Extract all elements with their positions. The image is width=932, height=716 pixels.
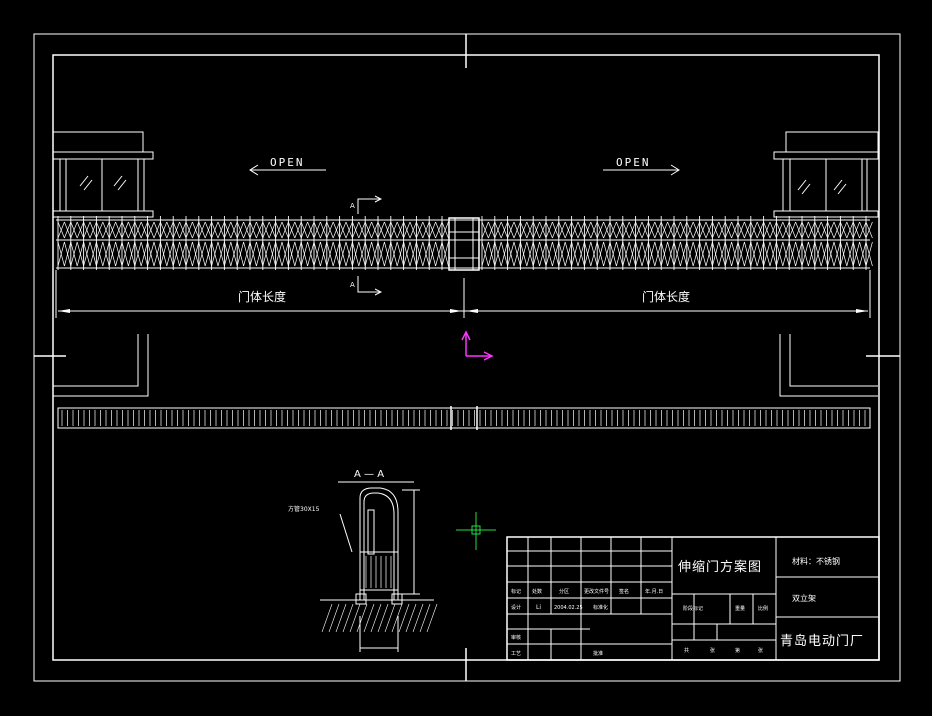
section-title: A — A bbox=[354, 469, 384, 480]
crosshair-cursor-icon bbox=[456, 512, 496, 550]
outer-border bbox=[33, 33, 901, 682]
wall-left bbox=[53, 334, 149, 397]
mid-label-scale: 比例 bbox=[758, 605, 768, 612]
section-mark-top: A bbox=[350, 202, 355, 210]
material-label: 材料：不锈钢 bbox=[792, 556, 840, 566]
drawing-name: 伸缩门方案图 bbox=[678, 559, 762, 575]
lower-label-approve: 批准 bbox=[593, 650, 603, 657]
open-label-left: OPEN bbox=[270, 156, 305, 169]
lower-label-process: 工艺 bbox=[511, 651, 521, 657]
dimension-label-right: 门体长度 bbox=[642, 289, 690, 304]
sign-value-name: Li bbox=[536, 604, 541, 611]
company-name: 青岛电动门厂 bbox=[780, 633, 864, 649]
mid-label-stage: 阶段标记 bbox=[683, 605, 703, 612]
title-block bbox=[506, 536, 880, 661]
row-label-change-doc: 更改文件号 bbox=[584, 588, 609, 595]
pipe-note: 方管30X15 bbox=[288, 505, 320, 513]
section-marker-bottom bbox=[357, 276, 383, 296]
sheet-label-total: 共 bbox=[684, 647, 689, 654]
open-arrow-left bbox=[249, 164, 326, 176]
gate-motor-head bbox=[448, 217, 480, 271]
retractable-gate-elevation bbox=[56, 216, 873, 270]
sign-label-standard: 标准化 bbox=[593, 604, 608, 611]
sheet-label-number: 第 bbox=[735, 647, 740, 654]
open-arrow-right bbox=[603, 164, 680, 176]
section-mark-bottom: A bbox=[350, 281, 355, 289]
ucs-icon bbox=[461, 330, 494, 361]
sheet-label-number-unit: 张 bbox=[758, 647, 763, 654]
open-label-right: OPEN bbox=[616, 156, 651, 169]
sign-label-designer: 设计 bbox=[511, 604, 521, 611]
row-label-zone: 分区 bbox=[559, 588, 569, 595]
row-label-date: 年.月.日 bbox=[645, 588, 663, 595]
quantity-label: 双立架 bbox=[792, 593, 816, 603]
guard-house-right bbox=[773, 131, 879, 218]
wall-right bbox=[779, 334, 878, 397]
guard-house-left bbox=[52, 131, 154, 218]
section-marker-top bbox=[357, 195, 383, 214]
row-label-signature: 签名 bbox=[619, 588, 629, 595]
row-label-mark: 标记 bbox=[511, 588, 521, 595]
sign-value-date: 2004.02.25 bbox=[554, 605, 583, 611]
dimension-line bbox=[55, 270, 871, 318]
gate-plan-track bbox=[57, 406, 871, 430]
dimension-label-left: 门体长度 bbox=[238, 289, 286, 304]
section-detail bbox=[320, 481, 438, 652]
lower-label-review: 审核 bbox=[511, 634, 521, 641]
row-label-count: 处数 bbox=[532, 588, 542, 595]
mid-label-weight: 重量 bbox=[735, 605, 745, 612]
sheet-label-total-unit: 张 bbox=[710, 647, 715, 654]
